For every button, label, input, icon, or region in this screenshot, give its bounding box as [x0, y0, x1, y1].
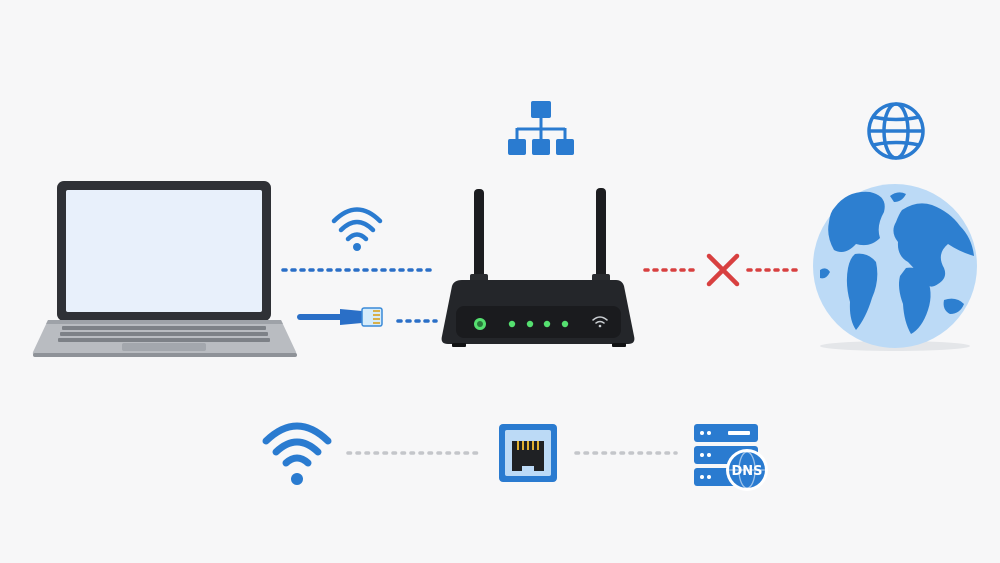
router-wifi-indicator-icon: [592, 316, 608, 328]
disconnect-x-icon: [706, 253, 740, 287]
router-power-led: [474, 318, 486, 330]
wifi-large-icon: [262, 422, 332, 485]
earth-globe-icon: [813, 184, 977, 351]
ethernet-cable-icon: [297, 307, 383, 327]
router-status-leds: [508, 320, 569, 328]
dns-server-icon: DNS: [694, 424, 768, 491]
globe-icon: [867, 102, 925, 160]
router-icon: [441, 188, 635, 347]
network-hierarchy-icon: [508, 101, 574, 155]
laptop-icon: [32, 181, 297, 357]
dns-label: DNS: [731, 464, 762, 479]
wifi-icon: [331, 207, 383, 251]
ethernet-port-icon: [499, 424, 557, 482]
